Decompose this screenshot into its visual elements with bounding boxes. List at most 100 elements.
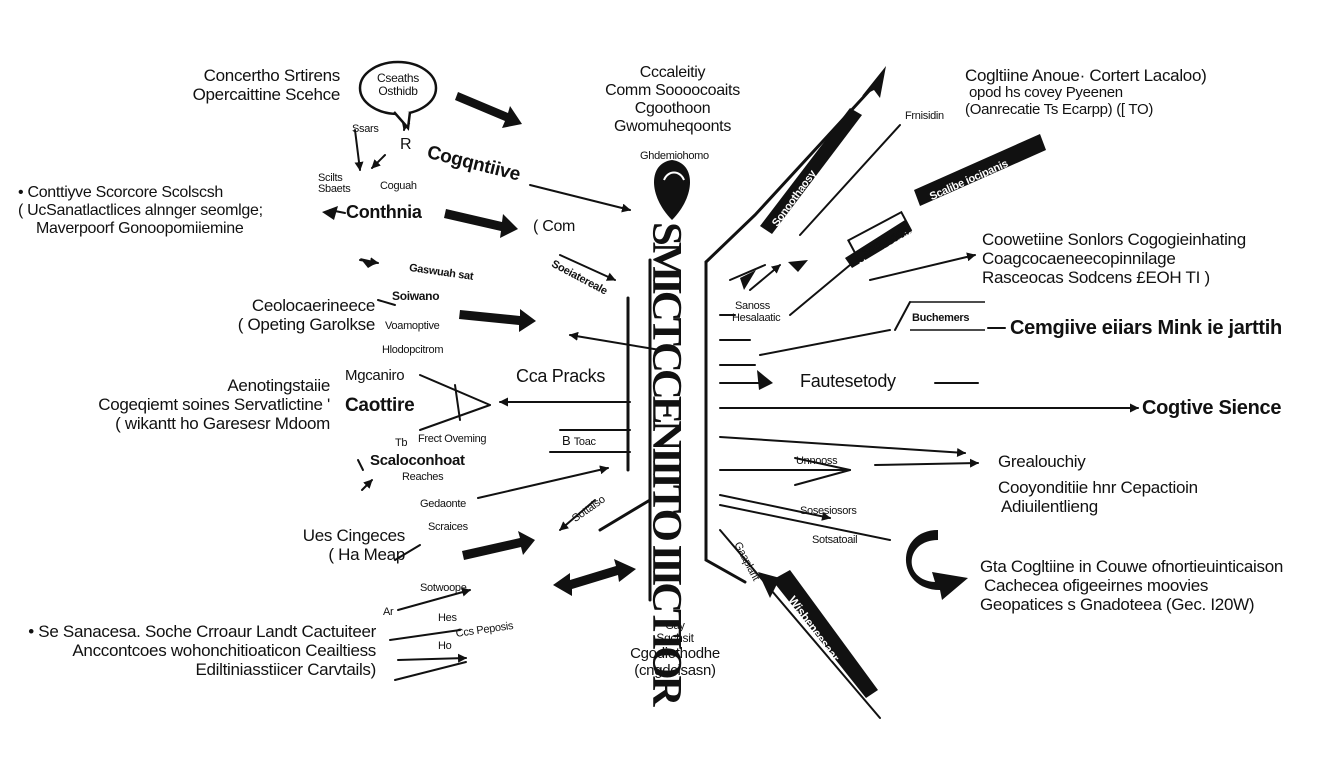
label-fautesetody: Fautesetody [800, 371, 896, 391]
label-b: B Toac [562, 433, 596, 449]
thick-arrow-4 [462, 531, 535, 560]
right-block-4-line-1: Gta Cogltiine in Couwe ofnortieuinticais… [980, 557, 1284, 576]
left-middle-1-line-2: ( Opeting Garolkse [237, 315, 376, 335]
conn-ccs [569, 331, 661, 351]
thick-arrow-3 [459, 309, 536, 332]
bubble-text: Cseaths Osthidb [368, 71, 428, 99]
label-gedaonte: Gedaonte [420, 498, 466, 510]
right-block-3: Cooyonditiie hnr Cepactioin Adiuilentlie… [998, 478, 1198, 516]
hub-top-line-3: Cgoothoon [634, 99, 711, 117]
conn-mid-r-2 [729, 264, 766, 281]
hub-pin-inner [663, 171, 685, 181]
conn-sots [719, 504, 891, 541]
conn-lower-4 [397, 653, 467, 663]
right-block-2-line-2: Coagcocaeneecopinnilage [982, 249, 1176, 269]
hub-bottom-block: Gay Sgchsit Cgodiothodhe (cngdcisasn) [615, 620, 735, 679]
hub-bottom-line-1: Gay [665, 620, 685, 632]
conn-tac [357, 459, 364, 471]
conn-bar-left [559, 254, 616, 281]
label-sbars: Ssars [352, 123, 379, 135]
conn-middle1 [377, 299, 396, 306]
label-soseiosors: Sosesiosors [800, 505, 857, 517]
conn-gedaonte [477, 465, 609, 499]
left-middle-2-line-1: Aenotingstaiie [227, 376, 330, 395]
right-fat-2 [845, 220, 912, 268]
right-lower-diag [772, 570, 878, 698]
label-cogniah: Coguah [380, 180, 417, 192]
conn-lower-2 [397, 587, 471, 611]
conn-frnisidin [799, 124, 901, 236]
label-sotsaope: Sotwoope [420, 582, 467, 594]
thick-arrow-2 [444, 209, 518, 238]
label-frnisidin: Frnisidin [905, 110, 944, 122]
tri-1 [757, 370, 773, 390]
right-block-4: Gta Cogltiine in Couwe ofnortieuinticais… [980, 557, 1283, 614]
hub-bottom-line-4: (cngdcisasn) [634, 661, 716, 679]
conn-gcap-2 [794, 457, 851, 471]
hub-bottom-line-3: Cgodiothodhe [630, 644, 720, 662]
label-scraices: Scraices [428, 521, 468, 533]
label-sbaets: Sbaets [318, 183, 351, 195]
label-r: R [400, 136, 412, 153]
tri-3 [740, 270, 756, 290]
label-hes: Hes [438, 612, 457, 624]
label-greal: Grealouchiy [998, 452, 1086, 471]
speech-bubble-tail [393, 111, 412, 131]
conn-gcap-3 [794, 469, 851, 486]
conn-r [371, 154, 386, 169]
left-middle-3-line-2: ( Ha Meap [328, 545, 405, 565]
label-hlodopcitrom: Hlodopcitrom [382, 344, 444, 356]
left-middle-2-line-2: Cogeqiemt soines Servatlictine ' [98, 395, 330, 415]
conn-lower-1 [394, 544, 421, 561]
conn-tac-2 [361, 479, 373, 491]
right-big-line: Cemgiive eiiars Mink ie jarttih [1010, 317, 1282, 339]
right-block-3-line-1: Cooyonditiie hnr Cepactioin [998, 478, 1198, 497]
conn-buchencers [759, 329, 891, 356]
left-bullet-1-line-1: • Conttiyve Scorcore Scolscsh [18, 184, 223, 201]
right-block-2-line-3: Rasceocas Sodcens £EOH TI ) [982, 268, 1210, 288]
com-label: ( Com [533, 218, 576, 235]
label-ho: Ho [438, 640, 452, 652]
left-middle-1: Ceolocaerineece ( Opeting Garolkse [195, 296, 376, 335]
tri-5 [360, 258, 378, 268]
label-conthnia: Conthnia [346, 202, 422, 222]
conn-bottom-diag [719, 529, 881, 719]
hub-top-block: Cccaleitiy Comm Soooocoaits Cgoothoon Gw… [585, 64, 760, 136]
label-scaloconhat: Scaloconhoat [370, 452, 465, 469]
conn-mgcaniro-2 [419, 404, 491, 431]
left-bullet-1-line-3: Maverpoorf Gonoopomiiemine [36, 219, 244, 237]
label-mgcaniro: Mgcaniro [345, 367, 405, 384]
left-middle-3-line-1: Ues Cingeces [302, 526, 406, 545]
label-sanoss: Sanoss [735, 300, 770, 312]
label-ar: Ar [383, 606, 394, 618]
hub-pin-label: Ghdemiohomo [640, 150, 709, 162]
trunk-right-rail [704, 260, 747, 584]
conn-block2 [869, 252, 976, 281]
left-top-title-2: Opercaittine Scehce [192, 85, 341, 105]
label-tb: Tb [395, 437, 408, 449]
curl-arrow [905, 530, 968, 600]
hub-pin [654, 160, 690, 220]
label-buchencers: Buchemers [912, 312, 970, 324]
label-caottire: Caottire [345, 395, 415, 416]
label-reaches: Reaches [402, 471, 444, 483]
conn-sotsaope [559, 499, 596, 531]
label-soiwano: Soiwano [392, 289, 440, 303]
right-block-4-line-3: Geopatices s Gnadoteea (Gec. I20W) [980, 595, 1255, 615]
left-top-title: Concertho Srtirens Opercaittine Scehce [150, 66, 341, 105]
label-ca-pracks: Cca Pracks [516, 366, 606, 386]
label-sotsatoail: Sotsatoail [812, 534, 858, 546]
right-title-1-line-1: Cogltiine Anoue· Cortert Lacaloo) [965, 66, 1207, 85]
bubble-line-1: Cseaths [377, 71, 419, 85]
conn-mid-r [749, 264, 781, 291]
right-block-2-line-1: Coowetiine Sonlors Cogogieinhating [982, 230, 1246, 249]
thick-arrow-1 [455, 92, 522, 128]
left-bullet-1: • Conttiyve Scorcore Scolscsh ( UcSanatl… [18, 184, 263, 238]
label-voamaptive: Voamoptive [385, 320, 440, 332]
left-bullet-2: • Se Sanacesa. Soche Crroaur Landt Cactu… [14, 622, 376, 679]
label-frect-oveming: Frect Oveming [418, 433, 487, 445]
right-fat-1 [914, 134, 1046, 206]
conn-sbars [354, 129, 364, 171]
right-top-arrow [862, 66, 886, 98]
